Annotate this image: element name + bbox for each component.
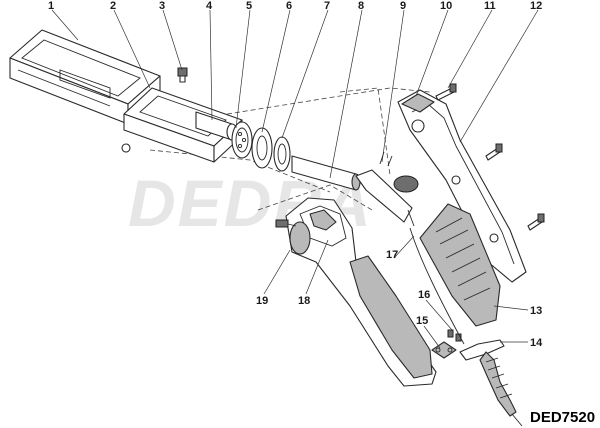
- callout-3: 3: [159, 0, 165, 12]
- part-17-wire: [409, 227, 465, 345]
- callout-leaders: [51, 9, 539, 349]
- callout-numbers: 1 2 3 4 5 6 7 8 9 10 11 12 13 14 15 16 1…: [48, 0, 543, 349]
- part-5-mesh-disc: [231, 121, 253, 159]
- callout-14: 14: [530, 337, 543, 349]
- callout-13: 13: [530, 305, 542, 317]
- part-15-cable-clamp: [431, 341, 457, 359]
- callout-12: 12: [530, 0, 542, 12]
- callout-18: 18: [298, 295, 310, 307]
- part-18-handle-shell-left: [285, 197, 437, 387]
- callout-19: 19: [256, 295, 268, 307]
- part-12-screw: [485, 143, 545, 231]
- callout-2: 2: [110, 0, 116, 12]
- part-19-rear-cap: [275, 219, 297, 228]
- callout-6: 6: [286, 0, 292, 12]
- callout-5: 5: [246, 0, 252, 12]
- callout-16: 16: [418, 289, 430, 301]
- part-9-switch-unit: [355, 151, 419, 227]
- callout-15: 15: [416, 315, 428, 327]
- part-13-grip-pad: [419, 203, 501, 327]
- part-10-handle-shell-right: [397, 89, 527, 283]
- part-6-ring: [251, 127, 273, 169]
- callout-11: 11: [484, 0, 496, 12]
- callout-8: 8: [358, 0, 364, 12]
- callout-4: 4: [206, 0, 213, 12]
- callout-9: 9: [400, 0, 406, 12]
- part-3-screw: [177, 67, 188, 83]
- part-14-power-cable: [459, 339, 523, 427]
- callout-17: 17: [386, 249, 398, 261]
- callout-1: 1: [48, 0, 54, 12]
- callout-7: 7: [324, 0, 330, 12]
- callout-10: 10: [440, 0, 452, 12]
- part-11-screw: [435, 83, 457, 101]
- part-7-gasket: [273, 136, 291, 172]
- model-code: DED7520: [530, 409, 595, 426]
